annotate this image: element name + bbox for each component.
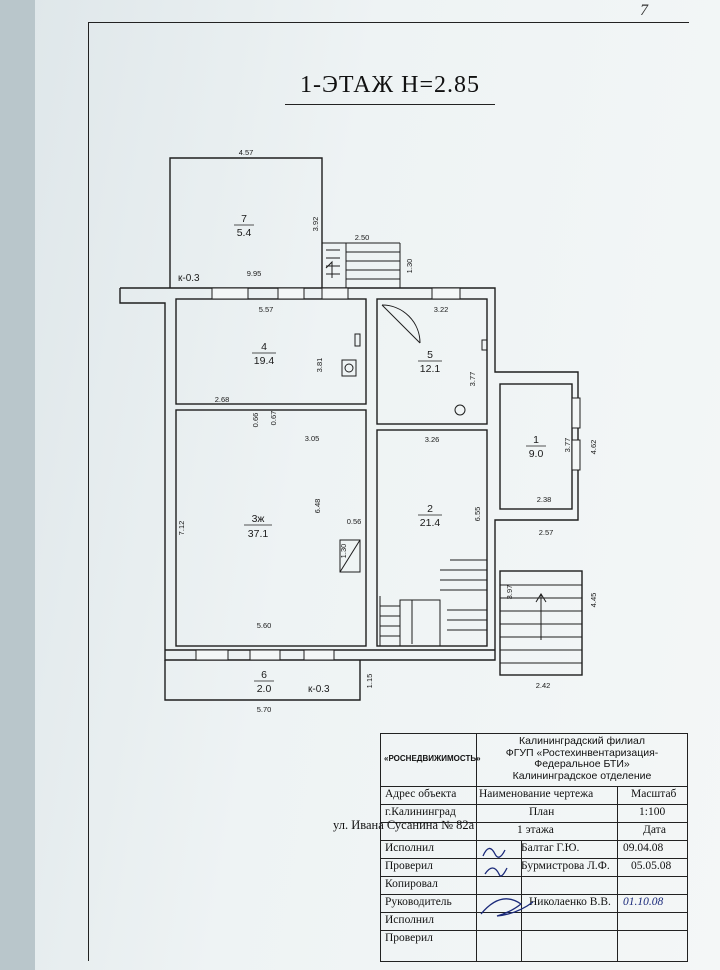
room-6-number: 6 <box>261 669 267 681</box>
room-2-area: 21.4 <box>420 517 441 529</box>
dim-label: 3.97 <box>505 585 514 600</box>
dim-label: 1.15 <box>365 674 374 689</box>
dim-label: 5.60 <box>257 621 272 630</box>
drawing-name-label: Наименование чертежа <box>479 788 594 800</box>
stairs <box>322 242 582 664</box>
fixtures <box>339 304 488 573</box>
dim-label: 2.42 <box>536 681 551 690</box>
dim-label: 6.48 <box>313 499 322 514</box>
dimension-labels: 4.57 3.92 2.50 1.30 9.95 5.57 3.22 3.81 … <box>177 148 598 714</box>
org-name: Калининградский филиал ФГУП «Ростехинвен… <box>479 735 685 782</box>
walls <box>119 157 583 701</box>
role-name: Проверил <box>385 860 433 872</box>
windows <box>195 287 581 661</box>
title-underline <box>285 104 495 105</box>
tb-row-labels: Адрес объекта Наименование чертежа Масшт… <box>381 786 687 805</box>
person-name: Николаенко В.В. <box>529 896 611 908</box>
dim-label: 3.22 <box>434 305 449 314</box>
address-label: Адрес объекта <box>385 788 457 800</box>
role-name: Исполнил <box>385 914 434 926</box>
org-line: ФГУП «Ростехинвентаризация- <box>505 746 659 759</box>
dim-label: 9.95 <box>247 269 262 278</box>
org-line: Калининградский филиал <box>519 735 645 747</box>
room-3-number: 3ж <box>252 513 265 525</box>
dim-label: 3.26 <box>425 435 440 444</box>
page-number: 7 <box>640 2 648 19</box>
dim-label: 2.57 <box>539 528 554 537</box>
org-short-name: «РОСНЕДВИЖИМОСТЬ» <box>384 754 481 763</box>
drawing-frame <box>88 22 689 961</box>
tb-row-role: Проверил Бурмистрова Л.Ф. 05.05.08 <box>381 858 687 877</box>
level-mark-bottom: к-0.3 <box>308 684 330 695</box>
address-street: ул. Ивана Сусанина № 82а <box>333 818 475 832</box>
org-line: Федеральное БТИ» <box>534 758 630 770</box>
room-4-area: 19.4 <box>254 355 275 367</box>
title-block-header: «РОСНЕДВИЖИМОСТЬ» Калининградский филиал… <box>381 734 687 787</box>
city: г.Калининград <box>385 806 456 818</box>
role-name: Руководитель <box>385 896 452 908</box>
dim-label: 3.77 <box>563 438 572 453</box>
title-block: «РОСНЕДВИЖИМОСТЬ» Калининградский филиал… <box>380 733 688 962</box>
dim-label: 2.38 <box>537 495 552 504</box>
dim-label: 3.05 <box>305 434 320 443</box>
signatures <box>480 847 534 917</box>
room-7-number: 7 <box>241 213 247 225</box>
tb-row-role: Исполнил Балтаг Г.Ю. 09.04.08 <box>381 840 687 859</box>
scale-label: Масштаб <box>631 788 677 800</box>
role-name: Исполнил <box>385 842 434 854</box>
tb-row-role: Руководитель Николаенко В.В. 01.10.08 <box>381 894 687 913</box>
dim-label: 2.50 <box>355 233 370 242</box>
dim-label: 4.45 <box>589 593 598 608</box>
room-6-area: 2.0 <box>257 683 272 695</box>
role-name: Копировал <box>385 878 438 890</box>
room-1-area: 9.0 <box>529 448 544 460</box>
dim-label: 3.92 <box>311 217 320 232</box>
date-label: Дата <box>643 824 666 836</box>
scale-value: 1:100 <box>639 806 666 818</box>
person-name: Бурмистрова Л.Ф. <box>521 860 610 872</box>
dim-label: 4.57 <box>239 148 254 157</box>
dim-label: 1.30 <box>405 259 414 274</box>
room-5-area: 12.1 <box>420 363 441 375</box>
room-5-number: 5 <box>427 349 433 361</box>
role-name: Проверил <box>385 932 433 944</box>
room-2-number: 2 <box>427 503 433 515</box>
dim-label: 0.67 <box>269 411 278 426</box>
dim-label: 3.81 <box>315 358 324 373</box>
room-7-area: 5.4 <box>237 227 252 239</box>
room-labels: 7 5.4 4 19.4 5 12.1 1 9.0 3ж 37.1 2 21.4… <box>234 213 546 695</box>
tb-row-floor: 1 этажа Дата <box>381 822 687 841</box>
dim-label: 7.12 <box>177 521 186 536</box>
sign-date: 05.05.08 <box>631 860 672 872</box>
dim-label: 6.55 <box>473 507 482 522</box>
dim-label: 0.66 <box>251 413 260 428</box>
page-title: 1-ЭТАЖ Н=2.85 <box>299 72 480 98</box>
dim-label: 0.56 <box>347 517 362 526</box>
person-name: Балтаг Г.Ю. <box>521 842 580 854</box>
org-line: Калининградское отделение <box>512 769 652 782</box>
drawing-name: План <box>529 806 555 818</box>
tb-row-values: г.Калининград План 1:100 <box>381 804 687 823</box>
dim-label: 5.57 <box>259 305 274 314</box>
room-1-number: 1 <box>533 434 539 446</box>
dim-label: 4.62 <box>589 440 598 455</box>
tb-row-role: Копировал <box>381 876 687 895</box>
tb-row-role: Проверил <box>381 930 687 948</box>
level-marks: к-0.3 к-0.3 <box>178 273 330 695</box>
sign-date: 01.10.08 <box>623 896 664 908</box>
room-4-number: 4 <box>261 341 267 353</box>
dim-label: 2.68 <box>215 395 230 404</box>
sign-date: 09.04.08 <box>623 842 664 854</box>
room-3-area: 37.1 <box>248 528 269 540</box>
floor-label: 1 этажа <box>517 824 554 836</box>
dim-label: 5.70 <box>257 705 272 714</box>
tb-row-role: Исполнил <box>381 912 687 931</box>
level-mark-top: к-0.3 <box>178 273 200 284</box>
dim-label: 3.77 <box>468 372 477 387</box>
dim-label: 1.30 <box>339 544 348 559</box>
